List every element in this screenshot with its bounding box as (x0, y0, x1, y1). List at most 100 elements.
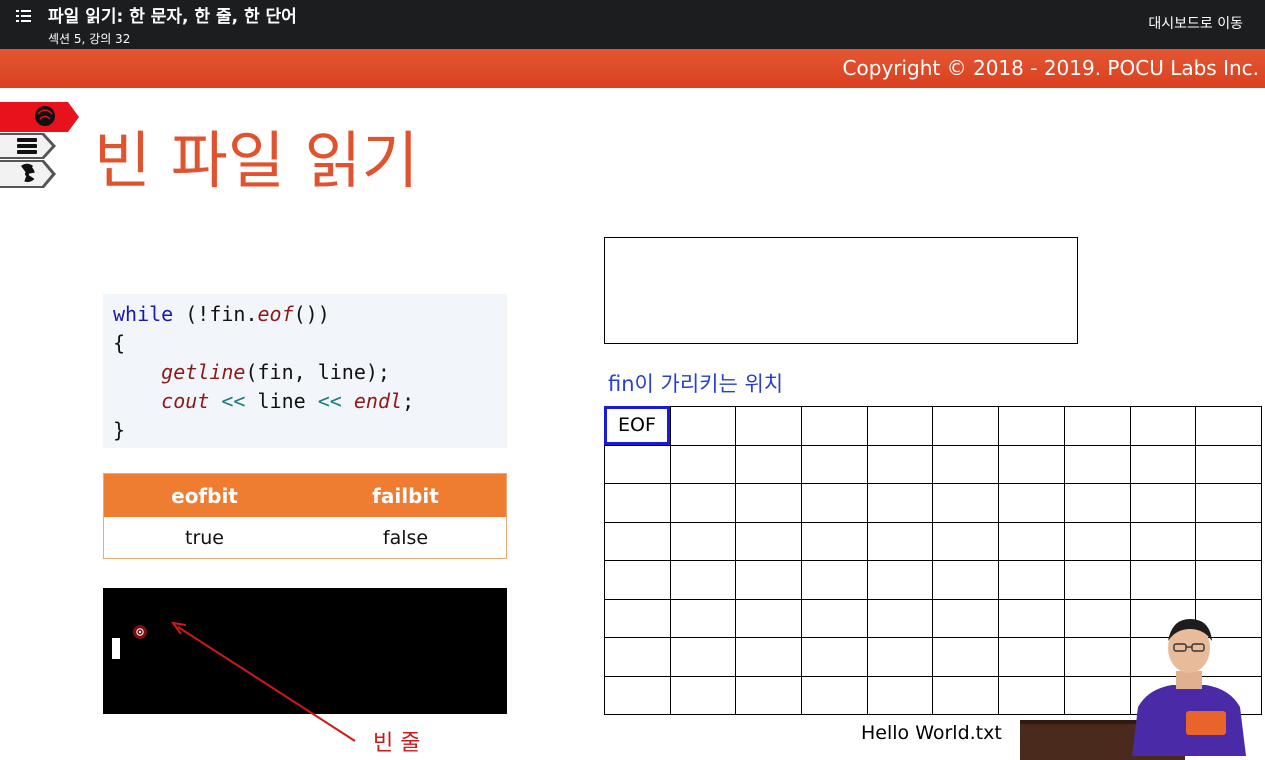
code-operator: << (221, 389, 246, 413)
grid-cell (1129, 444, 1197, 484)
lecture-title: 파일 읽기: 한 문자, 한 줄, 한 단어 (48, 7, 297, 27)
grid-cell (998, 483, 1065, 523)
grid-cell (1195, 406, 1262, 446)
grid-cell (604, 406, 671, 446)
grid-cell (669, 675, 737, 715)
grid-cell (735, 675, 803, 715)
eof-marker: EOF (604, 406, 670, 445)
code-text: line (257, 389, 306, 413)
grid-cell (735, 637, 803, 677)
brain-icon (0, 102, 80, 132)
grid-cell (1063, 483, 1131, 523)
grid-cell (735, 521, 803, 561)
file-name-label: Hello World.txt (861, 722, 1002, 744)
grid-cell (669, 560, 737, 600)
grid-cell (998, 598, 1065, 638)
grid-cell (669, 521, 737, 561)
grid-cell (604, 675, 671, 715)
grid-cell (998, 444, 1065, 484)
grid-cell (866, 598, 934, 638)
grid-cell (932, 444, 1000, 484)
grid-cell (1063, 406, 1131, 446)
grid-cell (604, 598, 671, 638)
grid-cell (604, 483, 671, 523)
file-buffer-grid (604, 406, 1262, 715)
grid-cell (801, 637, 868, 677)
grid-cell (735, 598, 803, 638)
table-header: eofbit failbit (104, 474, 506, 517)
grid-cell (735, 483, 803, 523)
grid-cell (735, 560, 803, 600)
code-function: getline (161, 360, 246, 384)
grid-cell (801, 483, 868, 523)
grid-cell (866, 675, 934, 715)
grid-cell (669, 637, 737, 677)
table-row: true false (104, 517, 506, 558)
grid-cell (998, 560, 1065, 600)
eofbit-header: eofbit (171, 484, 238, 508)
grid-cell (1195, 637, 1262, 677)
grid-cell (866, 483, 934, 523)
grid-cell (1063, 675, 1131, 715)
grid-cell (932, 675, 1000, 715)
grid-cell (866, 444, 934, 484)
eofbit-value: true (185, 527, 224, 549)
grid-cell (998, 637, 1065, 677)
grid-cell (1129, 406, 1197, 446)
code-operator: << (317, 389, 342, 413)
code-block: while (!fin.eof()) { getline(fin, line);… (103, 294, 507, 448)
grid-cell (604, 637, 671, 677)
failbit-value: false (382, 527, 429, 549)
grid-cell (669, 598, 737, 638)
grid-cell (604, 521, 671, 561)
grid-cell (1129, 598, 1197, 638)
grid-cell (1195, 444, 1262, 484)
grid-cell (1129, 560, 1197, 600)
grid-cell (932, 560, 1000, 600)
radiation-icon (0, 160, 60, 188)
grid-cell (866, 560, 934, 600)
copyright-text: Copyright © 2018 - 2019. POCU Labs Inc. (842, 56, 1259, 80)
grid-cell (1129, 521, 1197, 561)
code-function: cout (161, 389, 210, 413)
grid-cell (1195, 483, 1262, 523)
code-text: (fin, line); (245, 360, 390, 384)
grid-cell (1063, 444, 1131, 484)
grid-cell (866, 637, 934, 677)
grid-cell (1063, 560, 1131, 600)
course-header: 파일 읽기: 한 문자, 한 줄, 한 단어 섹션 5, 강의 32 대시보드로… (0, 0, 1265, 49)
code-keyword: while (113, 302, 174, 326)
grid-cell (735, 406, 803, 446)
empty-line-annotation: 빈 줄 (373, 731, 421, 756)
grid-cell (669, 483, 737, 523)
go-to-dashboard-link[interactable]: 대시보드로 이동 (1148, 16, 1243, 32)
grid-cell (604, 560, 671, 600)
code-text: ; (402, 389, 415, 413)
code-brace-open: { (113, 331, 126, 355)
grid-cell (1195, 598, 1262, 638)
grid-cell (1195, 560, 1262, 600)
stream-flags-table: eofbit failbit true false (103, 473, 507, 559)
grid-cell (998, 406, 1065, 446)
output-box (604, 237, 1078, 344)
fin-position-label: fin이 가리키는 위치 (608, 372, 784, 396)
grid-cell (604, 444, 671, 484)
code-function: endl (353, 389, 403, 413)
grid-cell (998, 675, 1065, 715)
grid-cell (801, 598, 868, 638)
grid-cell (932, 521, 1000, 561)
grid-cell (801, 521, 868, 561)
code-text: (!fin. (173, 302, 258, 326)
grid-cell (866, 521, 934, 561)
grid-cell (1195, 521, 1262, 561)
grid-cell (735, 444, 803, 484)
grid-cell (801, 560, 868, 600)
grid-cell (1063, 521, 1131, 561)
grid-cell (1129, 483, 1197, 523)
grid-cell (932, 483, 1000, 523)
failbit-header: failbit (372, 484, 439, 508)
grid-cell (1063, 598, 1131, 638)
code-text: ()) (293, 302, 330, 326)
list-icon[interactable] (16, 8, 34, 24)
slide-banner: Copyright © 2018 - 2019. POCU Labs Inc. (0, 49, 1265, 88)
